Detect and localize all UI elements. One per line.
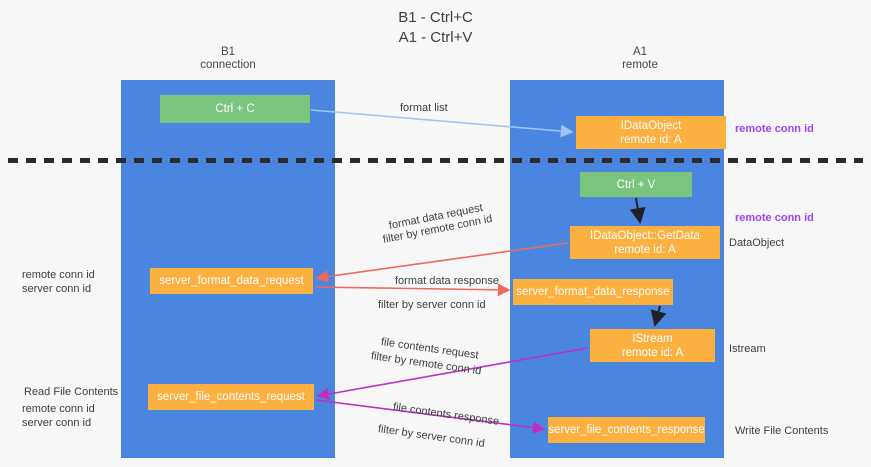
label-left-ids-bottom: remote conn id server conn id: [22, 402, 95, 430]
node-server-file-contents-response[interactable]: server_file_contents_response: [548, 417, 705, 443]
node-ctrl-c-label: Ctrl + C: [215, 103, 255, 115]
label-file-contents-response: file contents response: [392, 401, 500, 428]
node-sfcreq-label: server_file_contents_request: [157, 391, 305, 403]
node-server-format-data-request[interactable]: server_format_data_request: [150, 268, 313, 294]
lane-a1-name: A1: [632, 46, 648, 58]
node-istream[interactable]: IStream remote id: A: [590, 329, 715, 362]
diagram-title: B1 - Ctrl+C A1 - Ctrl+V: [0, 8, 871, 48]
label-format-data-response: format data response: [395, 275, 499, 287]
left-server-conn-id-2: server conn id: [22, 417, 92, 429]
node-istream-line2: remote id: A: [621, 346, 684, 359]
left-remote-conn-id-2: remote conn id: [22, 403, 95, 415]
node-getdata-line1: IDataObject::GetData: [590, 229, 700, 242]
lane-a1-sub: remote: [622, 59, 658, 71]
node-sfdreq-label: server_format_data_request: [159, 275, 304, 287]
node-ctrl-v[interactable]: Ctrl + V: [580, 172, 692, 197]
node-server-file-contents-request[interactable]: server_file_contents_request: [148, 384, 314, 410]
filter-by-text-3: filter by: [370, 350, 410, 368]
node-getdata-line2: remote id: A: [614, 243, 676, 256]
label-write-file-contents: Write File Contents: [735, 425, 829, 437]
label-filter-by-server-conn-id-2: filter by server conn id: [377, 422, 486, 451]
label-read-file-contents: Read File Contents: [24, 386, 119, 398]
node-sfcres-label: server_file_contents_response: [548, 424, 705, 436]
lane-b1-sub: connection: [200, 59, 256, 71]
node-sfdres-label: server_format_data_response: [516, 286, 670, 298]
lane-header-a1: A1 remote: [550, 46, 730, 72]
node-idataobject-getdata[interactable]: IDataObject::GetData remote id: A: [570, 226, 720, 259]
node-idataobject-line1: IDataObject: [620, 119, 682, 132]
filter-by-text-4: filter by: [377, 423, 417, 441]
left-remote-conn-id-1: remote conn id: [22, 269, 95, 281]
title-line-2: A1 - Ctrl+V: [398, 29, 473, 46]
label-istream-right: Istream: [729, 343, 766, 355]
label-format-list: format list: [400, 102, 448, 114]
lane-b1-name: B1: [220, 46, 236, 58]
node-ctrl-c[interactable]: Ctrl + C: [160, 95, 310, 123]
server-conn-id-text-1: server conn id: [416, 299, 486, 311]
label-remote-conn-id-top: remote conn id: [735, 123, 814, 135]
label-remote-conn-id-mid: remote conn id: [735, 212, 814, 224]
node-idataobject-line2: remote id: A: [620, 133, 682, 146]
label-dataobject: DataObject: [729, 237, 785, 249]
label-left-ids-top: remote conn id server conn id: [22, 268, 95, 296]
label-filter-by-server-conn-id-1: filter by server conn id: [378, 298, 486, 312]
title-line-1: B1 - Ctrl+C: [398, 9, 473, 26]
filter-by-text-1: filter by: [381, 226, 422, 246]
lane-header-b1: B1 connection: [138, 46, 318, 72]
node-ctrl-v-label: Ctrl + V: [616, 178, 656, 191]
server-conn-id-text-2: server conn id: [415, 428, 486, 450]
left-server-conn-id-1: server conn id: [22, 283, 92, 295]
node-server-format-data-response[interactable]: server_format_data_response: [513, 279, 673, 305]
phase-divider: [8, 158, 863, 163]
filter-by-text-2: filter by: [378, 299, 417, 311]
node-istream-line1: IStream: [632, 332, 673, 345]
node-idataobject[interactable]: IDataObject remote id: A: [576, 116, 726, 149]
